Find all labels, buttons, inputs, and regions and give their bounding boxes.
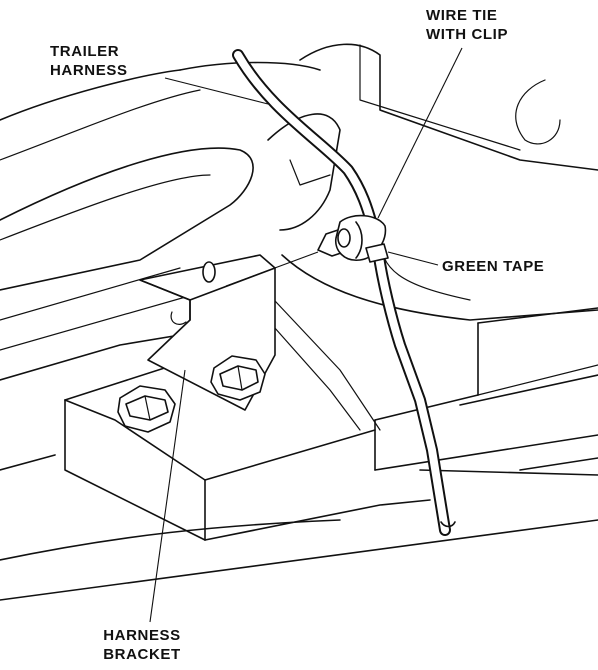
green-tape-label: GREEN TAPE — [442, 258, 545, 275]
bolt-left — [117, 385, 176, 433]
leader-wire-tie — [377, 47, 463, 219]
lower-frame — [0, 284, 598, 601]
leader-green-tape — [387, 251, 439, 266]
leader-lines — [149, 47, 463, 623]
wire-tie-label-line-1: WIRE TIE — [426, 7, 498, 24]
bolt-right — [210, 355, 266, 401]
wire-tie-with-clip-label: WIRE TIE WITH CLIP — [426, 6, 508, 44]
leader-harness-bracket — [149, 369, 186, 623]
harness-bracket-label-line-2: BRACKET — [103, 646, 181, 663]
trailer-harness-cable — [232, 49, 456, 536]
harness-bracket-label: HARNESS BRACKET — [62, 626, 222, 664]
trailer-harness-label-line-1: TRAILER — [50, 43, 120, 60]
leader-trailer-harness — [164, 77, 269, 105]
wire-tie-label-line-2: WITH CLIP — [426, 26, 509, 43]
body-panels — [0, 43, 598, 351]
leader-bracket-clip — [225, 251, 319, 287]
harness-bracket-label-line-1: HARNESS — [103, 627, 181, 644]
trailer-harness-label-line-2: HARNESS — [50, 62, 128, 79]
crossmember — [374, 307, 598, 471]
green-tape-band — [365, 243, 389, 263]
trailer-harness-label: TRAILER HARNESS — [50, 42, 128, 80]
